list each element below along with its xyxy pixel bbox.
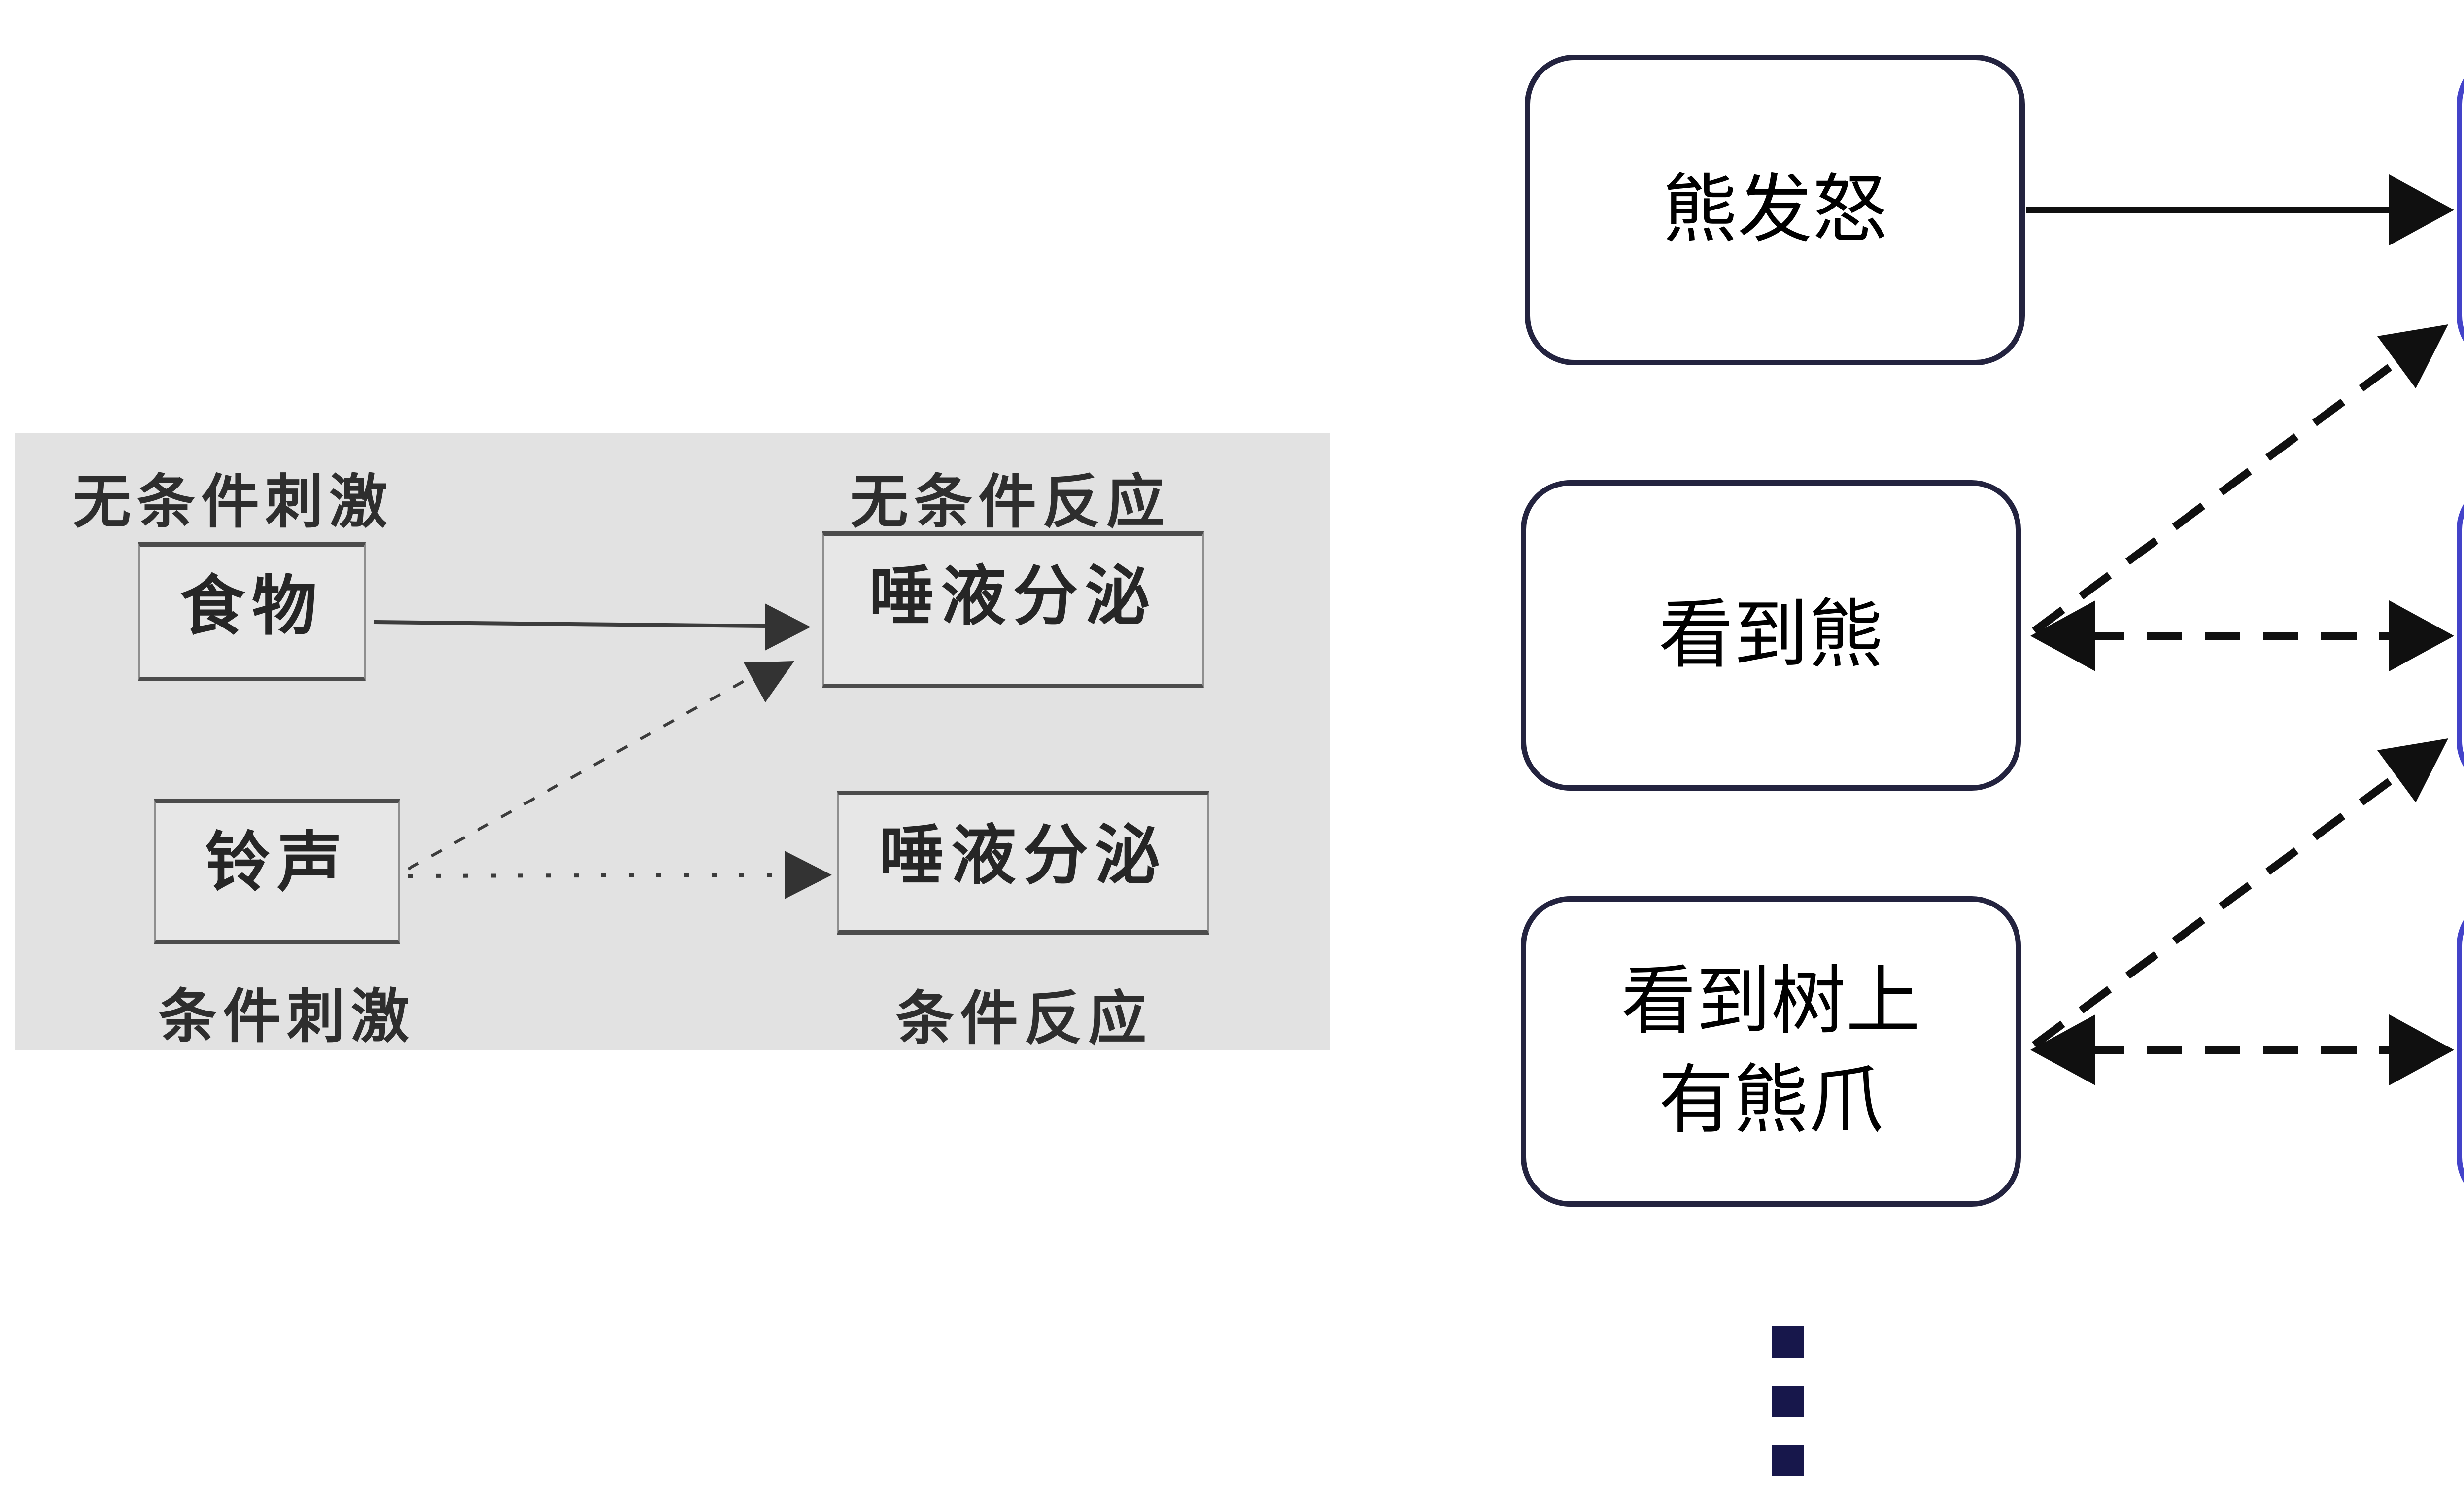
box-food-label: 食物 <box>180 570 324 642</box>
node-bear-angry: 熊发怒 <box>1525 55 2025 365</box>
node-bear-angry-label: 熊发怒 <box>1662 168 1887 251</box>
node-bear-claw-line1: 看到树上 <box>1621 960 1921 1044</box>
vsprime-arrowhead-icon <box>2389 600 2454 671</box>
box-salivation-top: 唾液分泌 <box>822 531 1204 688</box>
label-conditioned-stimulus: 条件刺激 <box>159 984 415 1049</box>
label-unconditioned-stimulus: 无条件刺激 <box>73 470 394 535</box>
reward-arrowhead-icon <box>2389 174 2454 245</box>
vertical-ellipsis-left-icon <box>1772 1326 1804 1476</box>
box-salivation-bottom-label: 唾液分泌 <box>879 819 1167 892</box>
td-arrows <box>2026 174 2454 1085</box>
node-v-s-prime: V(s′) <box>2457 480 2464 791</box>
vsprime-diagonal-arrowhead-icon <box>2377 738 2448 802</box>
see-bear-arrowhead-icon <box>2030 600 2095 671</box>
node-reward: 奖励 <box>2457 55 2464 365</box>
reward-diagonal-arrowhead-icon <box>2377 324 2448 388</box>
ellipsis-dot <box>1772 1386 1804 1417</box>
node-see-bear: 看到熊 <box>1521 480 2021 791</box>
node-see-bear-label: 看到熊 <box>1658 593 1883 677</box>
box-bell-label: 铃声 <box>205 826 349 899</box>
box-food: 食物 <box>138 542 366 681</box>
label-conditioned-response: 条件反应 <box>896 986 1153 1051</box>
ellipsis-dot <box>1772 1326 1804 1358</box>
ellipsis-dot <box>1772 1445 1804 1476</box>
bear-claw-arrowhead-icon <box>2030 1014 2095 1085</box>
label-unconditioned-response: 无条件反应 <box>850 470 1171 535</box>
node-bear-claw-line2: 有熊爪 <box>1658 1059 1883 1142</box>
box-salivation-top-label: 唾液分泌 <box>869 560 1157 632</box>
box-bell: 铃声 <box>154 799 400 944</box>
bear-claw-to-vsprime-dashed-arrow <box>2032 769 2403 1048</box>
classical-conditioning-panel: 无条件刺激 无条件反应 食物 唾液分泌 铃声 唾液分泌 条件刺激 条件反应 <box>15 433 1330 1051</box>
node-v-s: V(s) <box>2457 896 2464 1207</box>
vs-arrowhead-icon <box>2389 1014 2454 1085</box>
see-bear-to-reward-dashed-arrow <box>2032 355 2403 634</box>
box-salivation-bottom: 唾液分泌 <box>837 791 1209 935</box>
node-bear-claw: 看到树上 有熊爪 <box>1521 896 2021 1207</box>
